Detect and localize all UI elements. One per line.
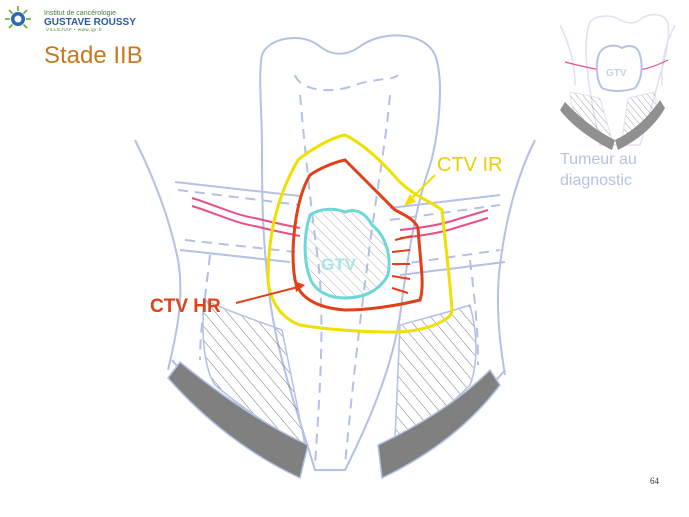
right-muscle-band xyxy=(377,368,501,480)
right-parametrium-upper xyxy=(389,194,501,209)
uterus-outline xyxy=(259,34,441,471)
left-vessel-upper xyxy=(191,197,301,229)
institution-logo: Institut de cancérologie GUSTAVE ROUSSY … xyxy=(5,6,136,32)
logo-emblem-icon xyxy=(5,6,31,29)
inset-gtv-contour xyxy=(595,44,643,92)
inset-uterus-outline xyxy=(585,13,670,146)
ctv-hr-arrow xyxy=(235,281,305,304)
logo-line3: VILLEJUIF • www.igr.fr xyxy=(46,27,102,32)
parametrial-extension-marks xyxy=(391,235,413,294)
ctv-hr-contour xyxy=(291,158,424,312)
ctv-ir-label: CTV IR xyxy=(437,154,503,176)
ctv-ir-contour xyxy=(266,133,454,334)
inset-muscle-left xyxy=(560,102,615,150)
ctv-ir-arrow xyxy=(404,174,436,206)
right-pelvic-wall xyxy=(496,139,536,376)
inset-caption-line1: Tumeur au xyxy=(560,151,637,168)
logo-line2: GUSTAVE ROUSSY xyxy=(44,17,136,28)
logo-line1: Institut de cancérologie xyxy=(44,10,116,17)
page-number: 64 xyxy=(650,476,660,486)
gtv-contour xyxy=(303,207,391,300)
slide-title: Stade IIB xyxy=(44,42,143,69)
left-parametrium-lower xyxy=(179,249,291,263)
inset-diagram: GTV Tumeur au diagnostic xyxy=(559,13,676,189)
inset-muscle-right xyxy=(615,100,665,150)
left-parametrium-upper xyxy=(174,181,301,197)
left-pelvic-wall xyxy=(134,139,182,371)
inset-vessel-left xyxy=(564,61,601,71)
right-parametrium-lower xyxy=(399,261,506,276)
left-muscle-band xyxy=(167,360,309,480)
inset-caption-line2: diagnostic xyxy=(560,172,632,189)
ctv-hr-label: CTV HR xyxy=(150,296,221,317)
gtv-label: GTV xyxy=(321,255,357,274)
inset-gtv-label: GTV xyxy=(606,68,627,79)
left-vessel-lower xyxy=(191,205,301,237)
